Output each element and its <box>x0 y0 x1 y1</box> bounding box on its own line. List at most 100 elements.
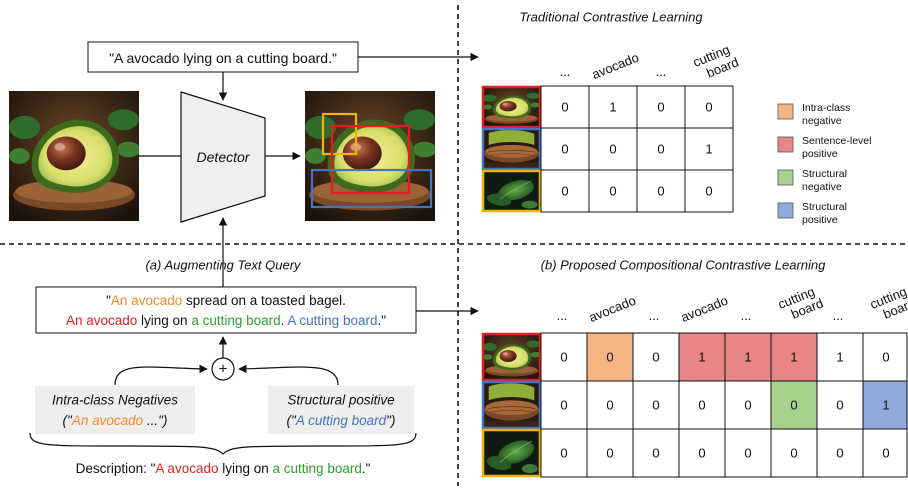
row-image-avocado <box>481 332 542 382</box>
proposed-cell <box>540 332 588 382</box>
desc-red: A avocado <box>155 461 218 476</box>
traditional-cell-value: 0 <box>657 184 664 199</box>
proposed-cell-value: 0 <box>790 446 797 461</box>
proposed-cell <box>862 332 908 382</box>
proposed-cell-value: 1 <box>882 398 889 413</box>
aug1-intra: An avocado <box>111 293 182 308</box>
traditional-cell <box>588 169 638 213</box>
proposed-cell-value: 0 <box>836 398 843 413</box>
legend-label: negative <box>802 181 842 193</box>
proposed-cell-value: 0 <box>652 350 659 365</box>
aug2-blue: A cutting board <box>287 313 377 328</box>
proposed-header-label: cuttingboard <box>776 282 826 325</box>
structural-panel <box>268 386 414 434</box>
traditional-cell-value: 0 <box>657 100 664 115</box>
aug2-dot: . <box>281 313 288 328</box>
proposed-cell <box>678 332 726 382</box>
description-text: Description: "A avocado lying on a cutti… <box>76 461 371 476</box>
traditional-cell-value: 0 <box>561 100 568 115</box>
desc-prefix: Description: " <box>76 461 156 476</box>
traditional-header-label: avocado <box>590 50 641 82</box>
intra-to-plus-arrow <box>114 364 208 386</box>
intra-colored: An avocado <box>71 413 144 428</box>
proposed-cell-value: 1 <box>836 350 843 365</box>
proposed-cell-value: 0 <box>882 350 889 365</box>
proposed-headers: ...avocado...avocado...cuttingboard...cu… <box>557 282 908 325</box>
legend-label: positive <box>802 214 838 226</box>
section-a-title: (a) Augmenting Text Query <box>145 258 302 273</box>
legend-label: Sentence-level <box>802 135 871 147</box>
augmented-line-2: An avocado lying on a cutting board. A c… <box>66 313 386 328</box>
struct-open: (" <box>287 413 297 428</box>
aug2-green: a cutting board <box>191 313 280 328</box>
row-image-leaf <box>481 428 542 478</box>
traditional-cell-value: 0 <box>561 142 568 157</box>
proposed-cell <box>540 428 588 478</box>
aug1-quote: " <box>106 293 111 308</box>
proposed-cell-value: 0 <box>606 350 613 365</box>
proposed-cell-value: 0 <box>790 398 797 413</box>
traditional-cell-value: 0 <box>705 184 712 199</box>
legend-swatch <box>777 202 794 219</box>
intra-class-label: Intra-class Negatives <box>52 393 178 408</box>
proposed-cell <box>632 428 680 478</box>
traditional-cell-value: 0 <box>609 184 616 199</box>
proposed-cell <box>632 332 680 382</box>
intra-class-example: ("An avocado ...") <box>63 413 168 428</box>
description-bracket <box>29 432 417 455</box>
row-image-board <box>481 380 542 430</box>
legend-swatch <box>777 136 794 153</box>
traditional-title: Traditional Contrastive Learning <box>519 10 703 25</box>
proposed-header-ellipsis: ... <box>741 308 752 323</box>
row-image-leaf <box>481 169 542 213</box>
intra-class-panel <box>35 386 195 434</box>
structural-example: ("A cutting board") <box>287 413 396 428</box>
traditional-cell <box>684 127 734 171</box>
intra-close: ...") <box>143 413 167 428</box>
proposed-cell-value: 1 <box>790 350 797 365</box>
sentence-box <box>330 124 411 195</box>
traditional-cell <box>540 127 590 171</box>
proposed-cell-value: 0 <box>882 446 889 461</box>
plus-circle <box>211 357 235 381</box>
proposed-cell <box>816 428 864 478</box>
proposed-cell-value: 0 <box>606 398 613 413</box>
aug2-red: An avocado <box>66 313 137 328</box>
proposed-cell <box>862 428 908 478</box>
legend-swatch <box>777 169 794 186</box>
proposed-header-ellipsis: ... <box>649 308 660 323</box>
augmented-query-box <box>35 286 417 334</box>
aug2-mid: lying on <box>137 313 191 328</box>
traditional-row-images <box>481 85 542 213</box>
traditional-cell <box>684 85 734 129</box>
traditional-header-ellipsis: ... <box>656 64 667 79</box>
intra-open: (" <box>63 413 73 428</box>
legend-label: Structural <box>802 201 847 213</box>
traditional-headers: ...avocado...cuttingboard <box>560 42 741 82</box>
proposed-cell <box>724 428 772 478</box>
proposed-cell-value: 0 <box>698 446 705 461</box>
intra-class-box <box>321 112 358 156</box>
input-image <box>9 91 139 221</box>
board-box <box>310 168 433 209</box>
structural-label: Structural positive <box>287 393 394 408</box>
proposed-cell <box>770 380 818 430</box>
proposed-cell-value: 0 <box>560 446 567 461</box>
legend-label: Intra-class <box>802 102 850 114</box>
proposed-cell-value: 0 <box>606 446 613 461</box>
proposed-cell-value: 0 <box>836 446 843 461</box>
proposed-cell-value: 0 <box>698 398 705 413</box>
legend-label: negative <box>802 115 842 127</box>
proposed-header-label: avocado <box>587 293 638 325</box>
traditional-cell-value: 1 <box>609 100 616 115</box>
traditional-cell-value: 0 <box>561 184 568 199</box>
proposed-cell-value: 1 <box>698 350 705 365</box>
top-query-text: "A avocado lying on a cutting board." <box>109 50 337 66</box>
legend: Intra-classnegativeSentence-levelpositiv… <box>777 102 871 226</box>
augmented-line-1: "An avocado spread on a toasted bagel. <box>106 293 346 308</box>
proposed-row-images <box>481 332 542 478</box>
traditional-cell <box>636 169 686 213</box>
